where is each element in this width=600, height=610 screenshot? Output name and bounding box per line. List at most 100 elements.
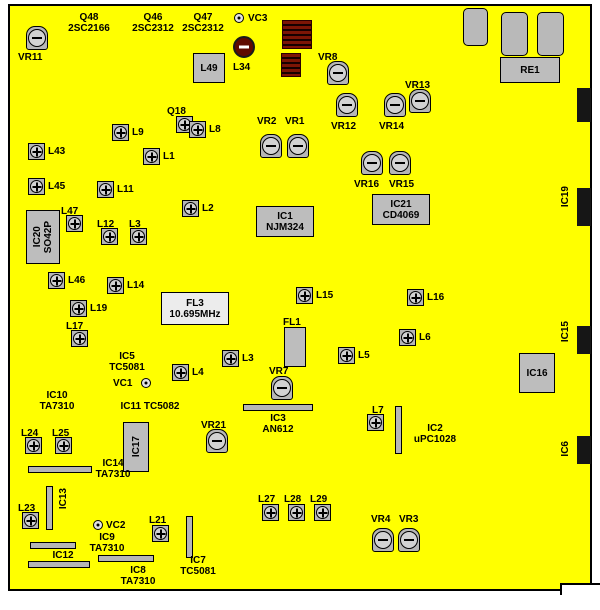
- l47: [66, 215, 83, 232]
- q18: [176, 116, 193, 133]
- edge-tab-3: [577, 326, 591, 354]
- ic14-label: IC14 TA7310: [95, 458, 131, 480]
- l29-label: L29: [310, 494, 328, 505]
- ic1: IC1 NJM324: [256, 206, 314, 237]
- l17: [71, 330, 88, 347]
- vbar-1: [395, 406, 402, 454]
- l45: [28, 178, 45, 195]
- l27: [262, 504, 279, 521]
- vr15-label: VR15: [389, 179, 415, 190]
- vr3-label: VR3: [399, 514, 419, 525]
- l4: [172, 364, 189, 381]
- l16-label: L16: [427, 292, 445, 303]
- ic7-label: IC7 TC5081: [180, 555, 216, 577]
- ic16: IC16: [519, 353, 555, 393]
- fl1: [284, 327, 306, 367]
- bar-1: [243, 404, 313, 411]
- vr1-label: VR1: [285, 116, 305, 127]
- ic15-label: IC15: [560, 321, 571, 343]
- fl1-label: FL1: [283, 317, 301, 328]
- coil-stack-1: [282, 20, 312, 49]
- screw-slot-icon: [400, 531, 418, 549]
- fl3: FL3 10.695MHz: [161, 292, 229, 325]
- bar-5: [98, 555, 154, 562]
- ic6-label: IC6: [560, 441, 571, 457]
- edge-tab-1: [577, 88, 591, 122]
- screw-cross-icon: [316, 506, 329, 519]
- l14: [107, 277, 124, 294]
- ic21-text: IC21 CD4069: [382, 198, 420, 221]
- l43: [28, 143, 45, 160]
- ic5-label: IC5 TC5081: [109, 351, 145, 373]
- q46-label: Q46 2SC2312: [132, 12, 174, 34]
- l19: [70, 300, 87, 317]
- l3b: [222, 350, 239, 367]
- l3a-label: L3: [129, 219, 141, 230]
- l4-label: L4: [192, 367, 204, 378]
- screw-slot-icon: [374, 531, 392, 549]
- vr12: [336, 93, 358, 117]
- screw-slot-icon: [391, 154, 409, 172]
- vr14-label: VR14: [379, 121, 405, 132]
- screw-cross-icon: [191, 123, 204, 136]
- screw-cross-icon: [114, 126, 127, 139]
- screw-cross-icon: [132, 230, 145, 243]
- l1: [143, 148, 160, 165]
- l47-label: L47: [61, 206, 79, 217]
- l29: [314, 504, 331, 521]
- q48-label: Q48 2SC2166: [68, 12, 110, 34]
- screw-cross-icon: [369, 416, 382, 429]
- screw-cross-icon: [30, 145, 43, 158]
- l2-label: L2: [202, 203, 214, 214]
- screw-cross-icon: [298, 289, 311, 302]
- vr7: [271, 376, 293, 400]
- l46-label: L46: [68, 275, 86, 286]
- vr4-label: VR4: [371, 514, 391, 525]
- screw-slot-icon: [411, 92, 429, 110]
- screw-cross-icon: [72, 302, 85, 315]
- bar-2: [28, 466, 92, 473]
- l16: [407, 289, 424, 306]
- vr21-label: VR21: [201, 420, 227, 431]
- screw-cross-icon: [24, 514, 37, 527]
- l14-label: L14: [127, 280, 145, 291]
- l8-label: L8: [209, 124, 221, 135]
- q18-label: Q18: [167, 106, 186, 117]
- l24: [25, 437, 42, 454]
- ic17-text: IC17: [130, 436, 142, 458]
- vr16-label: VR16: [354, 179, 380, 190]
- screw-slot-icon: [262, 137, 280, 155]
- ic11-label: IC11 TC5082: [120, 401, 180, 412]
- board-edge-notch: [560, 583, 600, 595]
- l49-text: L49: [200, 62, 218, 74]
- vr13: [409, 89, 431, 113]
- vr12-label: VR12: [331, 121, 357, 132]
- l34-label: L34: [233, 62, 251, 73]
- edge-tab-4: [577, 436, 591, 464]
- l7-label: L7: [372, 405, 384, 416]
- coil-stack-2: [281, 53, 301, 77]
- l27-label: L27: [258, 494, 276, 505]
- vr21: [206, 429, 228, 453]
- l49: L49: [193, 53, 225, 83]
- l7: [367, 414, 384, 431]
- screw-cross-icon: [409, 291, 422, 304]
- vc3-label: VC3: [248, 13, 268, 24]
- ic2-label: IC2 uPC1028: [413, 423, 457, 445]
- screw-cross-icon: [145, 150, 158, 163]
- vr7-label: VR7: [269, 366, 289, 377]
- screw-cross-icon: [50, 274, 63, 287]
- screw-cross-icon: [290, 506, 303, 519]
- l17-label: L17: [66, 321, 84, 332]
- screw-slot-icon: [363, 154, 381, 172]
- l46: [48, 272, 65, 289]
- screw-cross-icon: [68, 217, 81, 230]
- l9: [112, 124, 129, 141]
- screw-cross-icon: [184, 202, 197, 215]
- screw-slot-icon: [386, 96, 404, 114]
- l25-label: L25: [52, 428, 70, 439]
- screw-slot-icon: [289, 137, 307, 155]
- screw-slot-icon: [208, 432, 226, 450]
- l6-label: L6: [419, 332, 431, 343]
